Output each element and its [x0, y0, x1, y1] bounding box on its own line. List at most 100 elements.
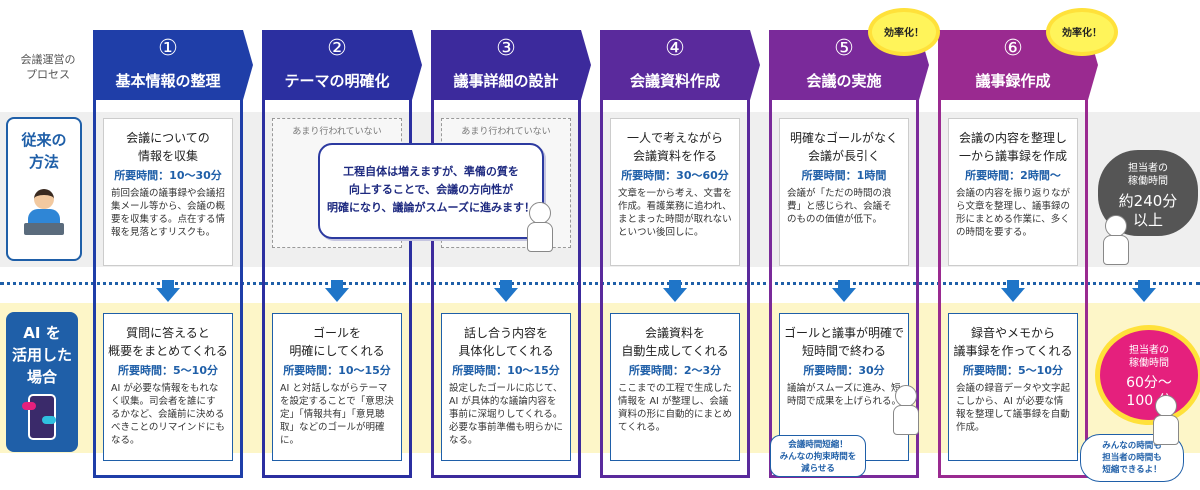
- step-name: 会議の実施: [806, 72, 882, 90]
- card-title: 会議資料を 自動生成してくれる: [621, 326, 729, 358]
- card-time: 所要時間：10〜15分: [283, 364, 391, 377]
- step-number: ⑥: [1003, 36, 1023, 61]
- nurse-character-icon: [524, 202, 554, 252]
- step-frame: [93, 78, 243, 478]
- down-arrow-stem: [1007, 280, 1019, 288]
- card-title: あまり行われていない: [292, 127, 382, 137]
- step-header-shape: [600, 30, 760, 100]
- card-time: 所要時間：5〜10分: [963, 364, 1063, 377]
- traditional-card: 一人で考えながら 会議資料を作る所要時間：30〜60分文章を一から考え、文書を作…: [610, 118, 740, 266]
- card-time: 所要時間：5〜10分: [118, 364, 218, 377]
- ai-card: 話し合う内容を 具体化してくれる所要時間：10〜15分設定したゴールに応じて、A…: [441, 313, 571, 461]
- card-title: ゴールを 明確にしてくれる: [289, 326, 385, 358]
- process-label: 会議運営の プロセス: [20, 53, 76, 81]
- row-label-ai-text: AI を 活用した 場合: [11, 324, 72, 386]
- step-name: 議事録作成: [975, 72, 1051, 90]
- down-arrow-stem: [162, 280, 174, 288]
- down-arrow: [325, 288, 349, 302]
- down-arrow-stem: [331, 280, 343, 288]
- card-desc: AI と対話しながらテーマを設定することで「意思決定」「情報共有」「意見聴取」な…: [280, 383, 394, 446]
- step-header: ⑥ 議事録作成: [938, 30, 1098, 100]
- card-desc: 設定したゴールに応じて、AI が具体的な議論内容を事前に深堀りしてくれる。必要な…: [449, 383, 564, 446]
- step-column-3: ③ 議事詳細の設計あまり行われていない話し合う内容を 具体化してくれる所要時間：1…: [431, 30, 591, 478]
- card-time: 所要時間：10〜30分: [114, 169, 222, 182]
- traditional-card: 会議についての 情報を収集所要時間：10〜30分前回会議の議事録や会議招集メール…: [103, 118, 233, 266]
- step-column-5: ⑤ 会議の実施明確なゴールがなく 会議が長引く所要時間：1時間会議が「ただの時間の…: [769, 30, 929, 478]
- total-trad-value: 約240分 以上: [1118, 192, 1178, 229]
- down-arrow: [494, 288, 518, 302]
- step-header-shape: [938, 30, 1098, 100]
- card-desc: AI が必要な情報をもれなく収集。司会者を誰にするかなど、会議前に決めるべきこと…: [111, 383, 225, 446]
- step-number: ④: [665, 36, 685, 61]
- ai-card: 会議資料を 自動生成してくれる所要時間：2〜3分ここまでの工程で生成した情報を …: [610, 313, 740, 461]
- card-desc: ここまでの工程で生成した情報を AI が整理し、会議資料の形に自動的にまとめてく…: [618, 383, 733, 433]
- card-title: 質問に答えると 概要をまとめてくれる: [108, 326, 228, 358]
- card-title: 明確なゴールがなく 会議が長引く: [789, 131, 898, 163]
- info-speech-bubble: 工程自体は増えますが、準備の質を 向上することで、会議の方向性が 明確になり、議…: [318, 143, 544, 239]
- step-name: 議事詳細の設計: [453, 72, 559, 90]
- card-desc: 会議が「ただの時間の浪費」と感じられ、会議そのものの価値が低下。: [787, 188, 892, 225]
- row-label-traditional: 従来の 方法: [6, 117, 82, 261]
- worker-laptop-icon: [24, 189, 64, 239]
- card-title: あまり行われていない: [461, 127, 551, 137]
- info-bubble-text: 工程自体は増えますが、準備の質を 向上することで、会議の方向性が 明確になり、議…: [326, 165, 535, 214]
- down-arrow: [1132, 288, 1156, 302]
- step-header-shape: [262, 30, 422, 100]
- row-label-traditional-text: 従来の 方法: [21, 131, 67, 171]
- card-desc: 会議の録音データや文字起こしから、AI が必要な情報を整理して議事録を自動作成。: [956, 383, 1071, 433]
- card-desc: 文章を一から考え、文書を作成。看護業務に追われ、まとまった時間が取れないといつい…: [618, 188, 733, 238]
- card-desc: 前回会議の議事録や会議招集メール等から、会議の概要を収集する。点在する情報を見落…: [111, 188, 226, 238]
- total-ai-value: 60分〜 100 分: [1126, 375, 1172, 409]
- meeting-short-note: 会議時間短縮！ みんなの拘束時間を 減らせる: [770, 435, 866, 477]
- card-time: 所要時間：30分: [803, 364, 885, 377]
- down-arrow: [156, 288, 180, 302]
- total-ai-label: 担当者の 稼働時間: [1129, 345, 1169, 369]
- traditional-card: 会議の内容を整理し 一から議事録を作成所要時間：2時間〜会議の内容を振り返りなが…: [948, 118, 1078, 266]
- step-frame: [262, 78, 412, 478]
- card-time: 所要時間：2〜3分: [628, 364, 722, 377]
- nurse-character-icon: [1150, 395, 1180, 445]
- card-title: 会議の内容を整理し 一から議事録を作成: [958, 131, 1067, 163]
- efficiency-badge-5-text: 効率化！: [884, 28, 924, 39]
- step-header-shape: [93, 30, 253, 100]
- total-time-traditional: 担当者の 稼働時間 約240分 以上: [1098, 150, 1198, 236]
- down-arrow: [832, 288, 856, 302]
- step-header: ③ 議事詳細の設計: [431, 30, 591, 100]
- step-frame: [600, 78, 750, 478]
- step-number: ①: [158, 36, 178, 61]
- step-number: ③: [496, 36, 516, 61]
- card-title: 一人で考えながら 会議資料を作る: [626, 131, 723, 163]
- card-time: 所要時間：2時間〜: [965, 169, 1061, 182]
- step-number: ②: [327, 36, 347, 61]
- card-time: 所要時間：1時間: [801, 169, 887, 182]
- step-number: ⑤: [834, 36, 854, 61]
- smartphone-chat-icon: [22, 394, 56, 440]
- ai-card: 質問に答えると 概要をまとめてくれる所要時間：5〜10分 AI が必要な情報をもれ…: [103, 313, 233, 461]
- nurse-character-icon: [1100, 215, 1130, 265]
- step-name: 基本情報の整理: [115, 72, 221, 90]
- down-arrow: [663, 288, 687, 302]
- card-title: 会議についての 情報を収集: [126, 131, 210, 163]
- step-header: ② テーマの明確化: [262, 30, 422, 100]
- card-title: 録音やメモから 議事録を作ってくれる: [953, 326, 1073, 358]
- card-title: 話し合う内容を 具体化してくれる: [458, 326, 554, 358]
- card-title: ゴールと議事が明確で 短時間で終わる: [783, 326, 904, 358]
- down-arrow: [1001, 288, 1025, 302]
- down-arrow-stem: [1138, 280, 1150, 288]
- step-column-2: ② テーマの明確化あまり行われていないゴールを 明確にしてくれる所要時間：10〜1…: [262, 30, 422, 478]
- total-time-ai: 担当者の 稼働時間 60分〜 100 分: [1100, 330, 1198, 420]
- step-frame: [431, 78, 581, 478]
- down-arrow-stem: [838, 280, 850, 288]
- down-arrow-stem: [669, 280, 681, 288]
- step-header: ① 基本情報の整理: [93, 30, 253, 100]
- step-header-shape: [431, 30, 591, 100]
- ai-card: ゴールを 明確にしてくれる所要時間：10〜15分 AI と対話しながらテーマを設定…: [272, 313, 402, 461]
- step-name: テーマの明確化: [284, 72, 390, 90]
- down-arrow-stem: [500, 280, 512, 288]
- total-trad-label: 担当者の 稼働時間: [1128, 163, 1168, 187]
- card-desc: 会議の内容を振り返りながら文章を整理し、議事録の形にまとめる作業に、多くの時間を…: [956, 188, 1071, 238]
- nurse-character-icon: [890, 385, 920, 435]
- card-time: 所要時間：30〜60分: [621, 169, 729, 182]
